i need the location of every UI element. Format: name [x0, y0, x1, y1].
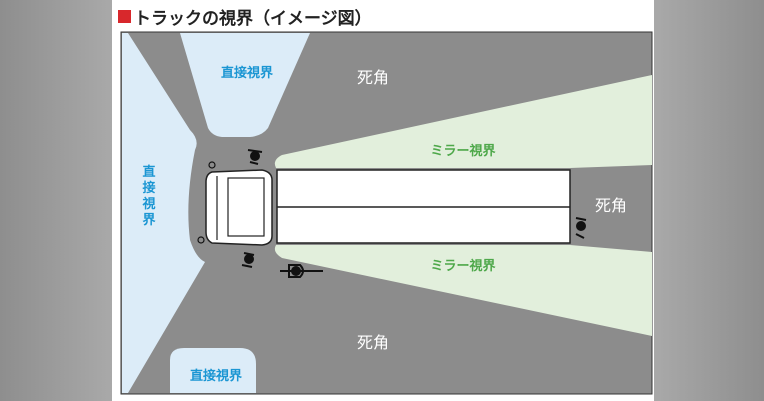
label-mirror-view-top: ミラー視界 — [430, 143, 495, 159]
label-direct-view-left-4: 界 — [142, 212, 155, 228]
side-mirror-icon — [208, 161, 216, 169]
mirror-view-bottom — [274, 245, 652, 336]
cyclist-bike — [280, 264, 323, 278]
title-text: トラックの視界（イメージ図） — [134, 9, 372, 29]
pedestrian-limbs — [241, 252, 255, 268]
label-blind-spot-rear: 死角 — [595, 196, 627, 215]
pedestrian-icon — [576, 221, 586, 231]
pedestrians-and-cyclists — [197, 149, 587, 278]
label-blind-spot-top: 死角 — [357, 68, 389, 87]
direct-view-top — [180, 33, 310, 137]
blurred-background-right — [654, 0, 764, 401]
label-direct-view-left-2: 接 — [142, 180, 155, 196]
label-direct-view-left-3: 視 — [141, 196, 155, 212]
label-mirror-view-bottom: ミラー視界 — [430, 258, 495, 274]
pedestrian-icon — [244, 254, 254, 264]
side-mirror-icon — [197, 236, 205, 244]
pedestrian-icon — [250, 151, 260, 161]
label-direct-view-top: 直接視界 — [221, 65, 273, 81]
truck — [205, 169, 571, 246]
label-blind-spot-bottom: 死角 — [357, 333, 389, 352]
direct-view-bottom — [170, 348, 256, 393]
label-direct-view-left-1: 直 — [142, 164, 155, 180]
label-direct-view-bottom: 直接視界 — [190, 368, 242, 384]
blurred-background-left — [0, 0, 112, 401]
cab-windshield — [227, 177, 265, 237]
direct-view-left — [122, 33, 205, 393]
pedestrian-limbs — [575, 217, 587, 239]
mirror-view-top — [274, 75, 652, 168]
pedestrian-limbs — [247, 149, 263, 165]
red-square-icon — [118, 10, 131, 23]
diagram-title: トラックの視界（イメージ図） — [118, 4, 372, 29]
